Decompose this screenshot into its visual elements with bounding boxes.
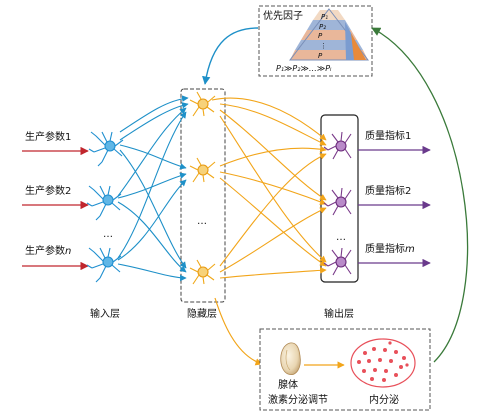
gland-label: 腺体 [278,378,298,391]
input-layer-label: 输入层 [90,307,120,320]
priority-ellipsis: ⋮ [320,42,327,50]
secretion-cell [350,338,416,388]
input-label-n: 生产参数n [25,244,71,257]
hidden-neuron-3 [189,259,216,285]
input-ellipsis: … [103,229,113,240]
input-neuron-1 [88,131,124,167]
hidden-output-connections [211,97,327,279]
gland-icon [280,342,301,375]
output-label-m: 质量指标m [365,242,415,255]
hidden-to-endocrine-arrow [214,297,263,366]
priority-formula: P₁≫P₂≫…≫Pₗ [276,64,332,73]
output-layer-label: 输出层 [324,307,354,320]
priority-level-3: P [318,32,323,40]
output-label-2: 质量指标2 [365,184,411,197]
hidden-ellipsis: … [197,216,207,227]
output-ellipsis: … [336,232,346,243]
input-label-2: 生产参数2 [25,184,71,197]
hidden-neuron-1 [189,91,216,117]
endocrine-box: 腺体 激素分泌调节 内分泌 [259,328,431,411]
hidden-layer-box [180,88,226,303]
endocrine-feedback-arrow [371,27,469,363]
priority-factor-box: 优先因子 P₁ P₂ P ⋮ P P₁≫P₂≫…≫Pₗ [258,5,373,77]
output-neuron-m [323,247,352,276]
priority-to-hidden-arrow [202,27,259,85]
output-neuron-1 [323,131,352,160]
priority-level-1: P₁ [321,13,328,21]
output-neuron-2 [323,187,352,216]
priority-title: 优先因子 [263,9,303,22]
input-neuron-n [86,247,122,283]
priority-level-2: P₂ [319,23,326,31]
secretion-dots [357,341,409,382]
hidden-layer-label: 隐藏层 [187,308,217,320]
input-label-1: 生产参数1 [25,130,71,143]
input-neuron-2 [86,185,122,221]
hidden-neuron-2 [189,157,216,183]
regulation-label: 激素分泌调节 [268,393,328,406]
secretion-label: 内分泌 [369,393,399,406]
priority-pyramid [288,8,370,61]
output-label-1: 质量指标1 [365,129,411,142]
input-hidden-connections [117,95,189,282]
priority-level-4: P [318,52,323,60]
